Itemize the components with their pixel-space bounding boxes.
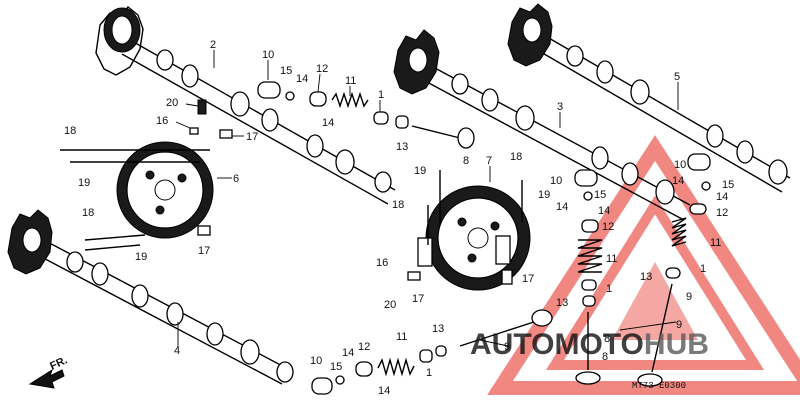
callout-20: 20	[384, 299, 396, 311]
callout-10: 10	[550, 175, 562, 187]
callout-12: 12	[316, 63, 328, 75]
callout-16: 16	[376, 257, 388, 269]
callout-11: 11	[345, 75, 356, 87]
watermark-text-red: AUTOMOTO	[470, 328, 644, 361]
callout-12: 12	[716, 207, 728, 219]
callout-15: 15	[280, 65, 292, 77]
camshaft-4	[7, 209, 294, 385]
callout-1: 1	[378, 89, 384, 101]
callout-18: 18	[392, 199, 404, 211]
watermark-text-dark: HUB	[644, 328, 709, 361]
camshaft-2	[95, 6, 396, 205]
cam-sprocket-6	[60, 129, 233, 251]
watermark-logo	[487, 135, 800, 395]
watermark-text: AUTOMOTOHUB	[470, 328, 709, 361]
callout-9: 9	[686, 291, 692, 303]
callout-8: 8	[602, 351, 608, 363]
direction-label: FR.	[48, 354, 69, 372]
svg-text:AUTOMOTOHUB: AUTOMOTOHUB	[470, 328, 709, 361]
callout-15: 15	[722, 179, 734, 191]
callout-18: 18	[510, 151, 522, 163]
callout-13: 13	[640, 271, 652, 283]
callout-14: 14	[556, 201, 568, 213]
callout-20: 20	[166, 97, 178, 109]
callout-5: 5	[674, 71, 680, 83]
callout-13: 13	[396, 141, 408, 153]
callout-14: 14	[322, 117, 334, 129]
callout-18: 18	[82, 207, 94, 219]
callout-14: 14	[716, 191, 728, 203]
valve-train-lower	[311, 309, 553, 395]
valve-train-center	[574, 169, 603, 385]
camshaft-3	[393, 29, 691, 220]
callout-13: 13	[556, 297, 568, 309]
callout-19: 19	[135, 251, 147, 263]
diagram-code: MT73-E0300	[632, 381, 686, 391]
callout-1: 1	[606, 283, 612, 295]
callout-17: 17	[246, 131, 258, 143]
valve-train-upper-left	[189, 81, 475, 149]
callout-7: 7	[486, 155, 492, 167]
camshaft-5	[507, 3, 791, 193]
callout-17: 17	[522, 273, 534, 285]
callout-9: 9	[504, 341, 510, 353]
callout-14: 14	[296, 73, 308, 85]
callout-8: 8	[604, 333, 610, 345]
callout-17: 17	[412, 293, 424, 305]
callout-6: 6	[233, 173, 239, 185]
callout-14: 14	[672, 175, 684, 187]
callout-19: 19	[538, 189, 550, 201]
callout-17: 17	[198, 245, 210, 257]
callout-11: 11	[606, 253, 617, 265]
leader-lines	[175, 50, 679, 348]
callout-12: 12	[358, 341, 370, 353]
callout-15: 15	[594, 189, 606, 201]
callout-12: 12	[602, 221, 614, 233]
callout-11: 11	[396, 331, 407, 343]
front-direction-arrow: FR.	[28, 354, 69, 389]
callout-13: 13	[432, 323, 444, 335]
callout-3: 3	[557, 101, 563, 113]
callout-11: 11	[710, 237, 721, 249]
callout-9: 9	[676, 319, 682, 331]
callout-10: 10	[674, 159, 686, 171]
callout-18: 18	[64, 125, 76, 137]
callout-14: 14	[598, 205, 610, 217]
callout-14: 14	[378, 385, 390, 397]
callout-19: 19	[78, 177, 90, 189]
callout-19: 19	[414, 165, 426, 177]
callout-10: 10	[262, 49, 274, 61]
callout-2: 2	[210, 39, 216, 51]
cam-sprocket-7	[407, 170, 531, 291]
callout-4: 4	[174, 345, 180, 357]
callout-1: 1	[426, 367, 432, 379]
callout-labels: 2 10 15 14 12 11 1 20 16 17 14 13 8 18 1…	[64, 39, 734, 397]
callout-15: 15	[330, 361, 342, 373]
valve-train-right	[637, 153, 711, 387]
callout-8: 8	[463, 155, 469, 167]
callout-10: 10	[310, 355, 322, 367]
callout-14: 14	[342, 347, 354, 359]
callout-1: 1	[700, 263, 706, 275]
callout-16: 16	[156, 115, 168, 127]
